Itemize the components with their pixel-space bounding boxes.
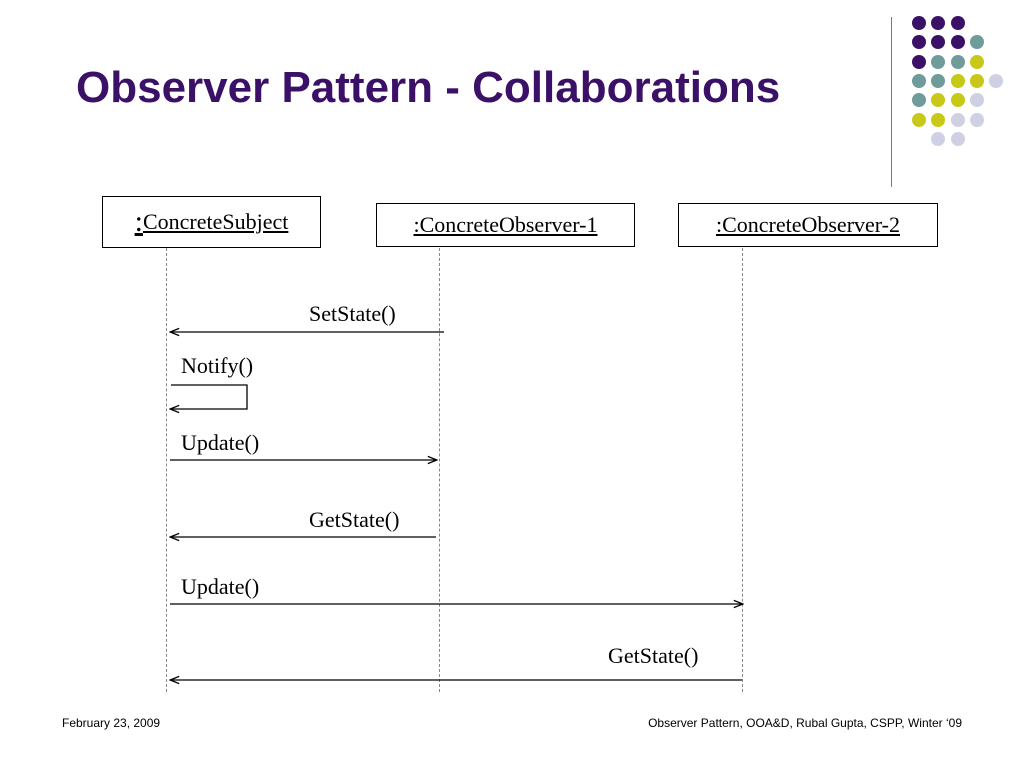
lifeline-concrete-observer-1 <box>439 248 440 692</box>
decorative-dot <box>931 112 946 127</box>
decorative-dot <box>931 131 946 146</box>
decorative-dot <box>931 35 946 50</box>
object-concrete-subject-label: ConcreteSubject <box>142 209 289 234</box>
decorative-dot <box>912 54 926 69</box>
object-concrete-observer-1-label: :ConcreteObserver-1 <box>413 212 598 237</box>
arrow-notify <box>171 384 248 409</box>
decorative-dot <box>912 112 926 127</box>
decorative-dot <box>969 93 984 108</box>
object-concrete-observer-1: :ConcreteObserver-1 <box>376 203 635 247</box>
message-notify-label: Notify() <box>181 353 254 378</box>
decorative-dot <box>969 112 984 127</box>
decorative-dot <box>950 16 965 30</box>
footer-credits: Observer Pattern, OOA&D, Rubal Gupta, CS… <box>648 716 962 730</box>
message-update-2-label: Update() <box>181 574 260 599</box>
decorative-dot <box>950 35 965 50</box>
message-getstate-2-label: GetState() <box>608 643 699 668</box>
decorative-dot <box>969 35 984 50</box>
object-concrete-observer-2: :ConcreteObserver-2 <box>678 203 938 247</box>
decorative-dot <box>950 131 965 146</box>
message-update-1-label: Update() <box>181 430 260 455</box>
object-concrete-subject-prefix: : <box>134 205 143 238</box>
decorative-dot <box>969 73 984 88</box>
decorative-dot <box>912 93 926 108</box>
decorative-dot <box>950 54 965 69</box>
decorative-dot <box>969 54 984 69</box>
decorative-dot <box>912 35 926 50</box>
footer-date: February 23, 2009 <box>62 716 161 730</box>
object-concrete-subject: :ConcreteSubject <box>102 196 321 248</box>
slide-title: Observer Pattern - Collaborations <box>76 63 781 112</box>
decorative-dot <box>931 93 946 108</box>
lifeline-concrete-subject <box>166 248 167 692</box>
decorative-dot <box>912 16 926 30</box>
object-concrete-observer-2-label: :ConcreteObserver-2 <box>715 212 901 237</box>
message-setstate-label: SetState() <box>309 301 396 326</box>
message-getstate-1-label: GetState() <box>309 507 400 532</box>
decorative-dot <box>950 93 965 108</box>
decorative-dot <box>950 73 965 88</box>
decorative-dot <box>931 16 946 30</box>
decorative-dot <box>950 112 965 127</box>
lifeline-concrete-observer-2 <box>742 248 743 692</box>
decorative-dot <box>989 73 1004 88</box>
decorative-dot <box>931 54 946 69</box>
decorative-dot <box>931 73 946 88</box>
decorative-dot <box>912 73 926 88</box>
title-divider <box>891 17 892 187</box>
